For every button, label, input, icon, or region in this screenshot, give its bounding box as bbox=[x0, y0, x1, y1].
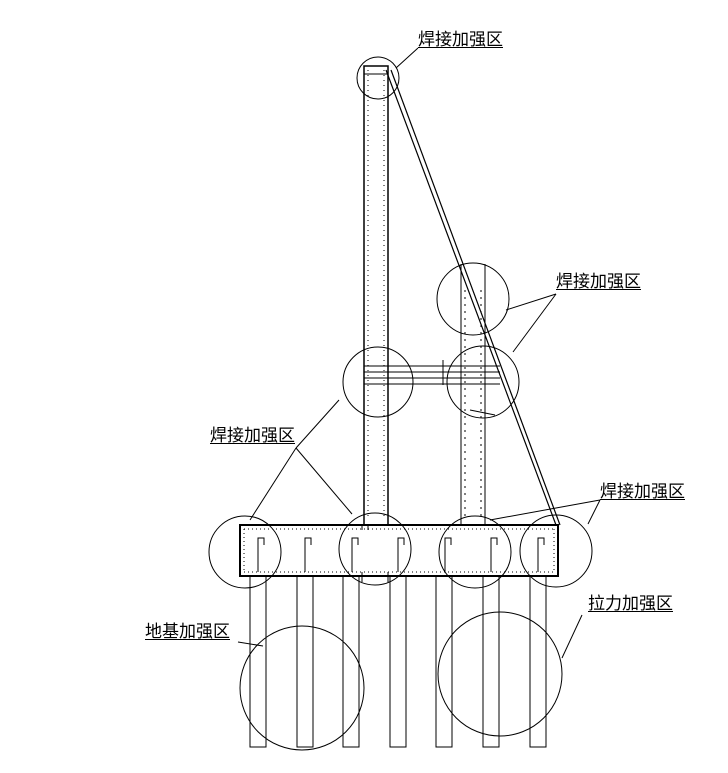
label-tension: 拉力加强区 bbox=[588, 594, 673, 614]
secondary-column bbox=[461, 264, 495, 525]
circle-base-3 bbox=[439, 516, 511, 588]
pile-4 bbox=[390, 576, 406, 747]
diagonal-tie bbox=[386, 70, 560, 525]
circle-tension bbox=[438, 612, 562, 736]
main-column bbox=[364, 66, 388, 525]
zone-circles bbox=[209, 57, 592, 750]
label-foundation: 地基加强区 bbox=[145, 622, 230, 642]
circle-top-weld bbox=[357, 57, 399, 99]
pile-1 bbox=[250, 576, 266, 747]
label-weld-top: 焊接加强区 bbox=[418, 30, 503, 50]
label-weld-left-mid: 焊接加强区 bbox=[210, 426, 295, 446]
circle-base-1 bbox=[209, 516, 281, 588]
circle-base-2 bbox=[339, 513, 411, 585]
pile-5 bbox=[436, 576, 452, 747]
pile-3 bbox=[343, 576, 359, 747]
leader-lines bbox=[238, 48, 600, 658]
circle-upper-right bbox=[437, 263, 509, 335]
circle-mid-left bbox=[343, 347, 413, 417]
base-slab bbox=[240, 524, 558, 582]
horizontal-braces bbox=[364, 360, 500, 385]
piles bbox=[250, 576, 546, 747]
pile-7 bbox=[530, 576, 546, 747]
label-weld-right-mid: 焊接加强区 bbox=[556, 272, 641, 292]
circle-base-4 bbox=[520, 515, 592, 587]
circle-foundation bbox=[240, 626, 364, 750]
pile-2 bbox=[297, 576, 313, 747]
label-weld-right-base: 焊接加强区 bbox=[600, 482, 685, 502]
circle-mid-right bbox=[447, 346, 519, 418]
pile-6 bbox=[483, 576, 499, 747]
